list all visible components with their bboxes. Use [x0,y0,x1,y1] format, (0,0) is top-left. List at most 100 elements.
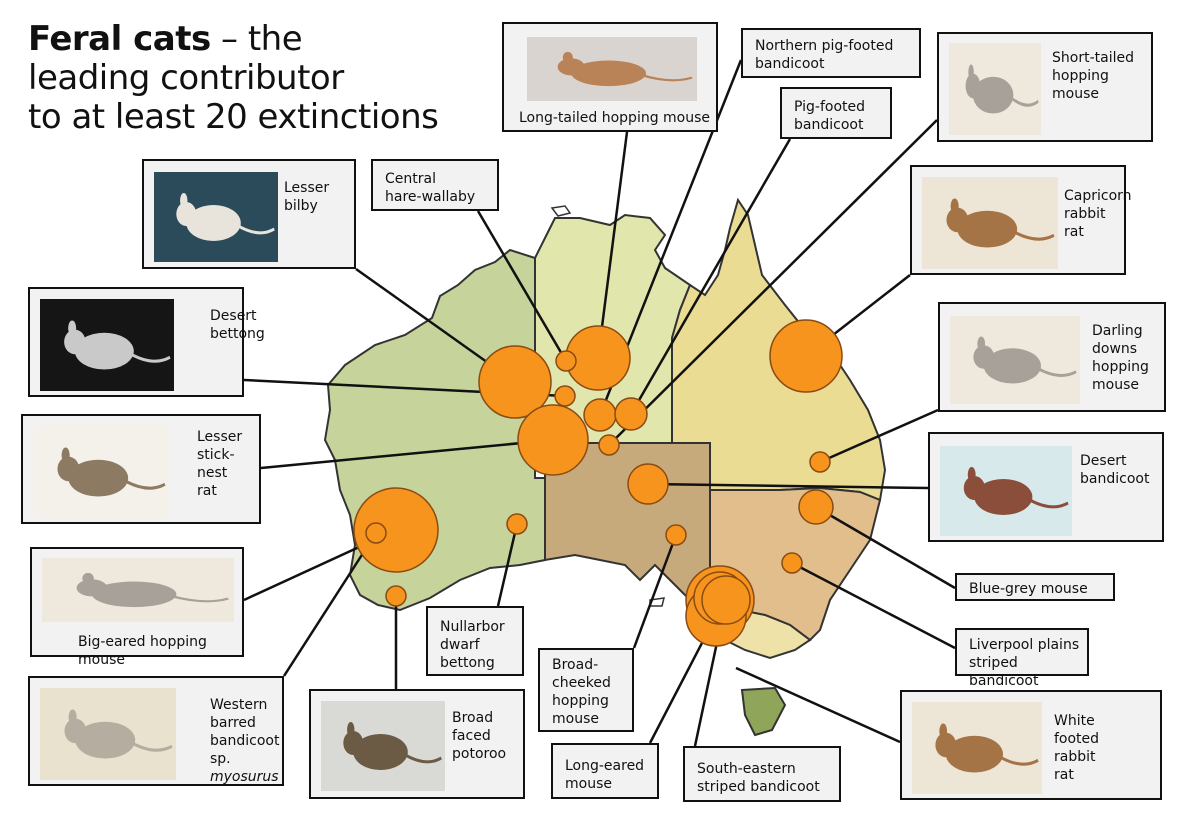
label-line: Pig-footed [794,99,866,115]
title-line-2: leading contributor [28,58,344,98]
label-line: hopping [552,693,609,709]
label-line: Darling [1092,323,1143,339]
mouse-photo [527,37,697,101]
potoroo-photo [321,701,445,791]
label-line: rabbit [1054,749,1096,765]
label-line: South-eastern [697,761,796,777]
label-line: Liverpool plains [969,637,1080,653]
label-line: Desert [210,308,257,324]
desert-bettong-card: Desert bettong [28,287,265,397]
western-barred-bandicoot-connector [282,532,378,677]
rat-illustration [912,702,1042,794]
label-line: sp. myosurus [210,751,279,785]
capricorn-rabbit-rat-label: Capricorn rabbit rat [1064,187,1132,241]
capricorn-rabbit-rat-circle [769,319,843,393]
title-bold: Feral cats [28,19,211,59]
big-eared-hopping-mouse-card: Big-eared hopping mouse [30,547,244,668]
label-line: mouse [1052,86,1099,102]
nullarbor-dwarf-bettong-label: Nullarbor dwarf bettong [440,618,505,672]
label-line: rabbit [1064,206,1106,222]
label-line: Broad- [552,657,599,673]
label-line: mouse [552,711,599,727]
broad-cheeked-hopping-mouse-connector [632,534,678,649]
lesser-stick-nest-rat-connector [260,438,554,470]
label-line: bettong [440,655,495,671]
broad-faced-potoroo-label: Broad faced potoroo [452,709,506,763]
label-line: rat [1054,767,1074,783]
label-line: potoroo [452,746,507,762]
northern-pig-footed-bandicoot-card: Northern pig-footed bandicoot [741,28,921,78]
liverpool-plains-striped-bandicoot-circle [781,552,803,574]
lesser-stick-nest-rat-circle [517,404,589,476]
blue-grey-mouse-circle [798,489,834,525]
desert-bandicoot-connector [647,482,929,490]
label-line: hopping [1052,68,1109,84]
label-line: rat [1064,224,1084,240]
label-line: cheeked [552,675,611,691]
nullarbor-dwarf-bettong-connector [496,523,519,607]
label-line: faced [452,728,491,744]
label-line: Central [385,171,436,187]
range-circles [353,319,843,647]
label-line: bettong [210,326,265,342]
western-australia-region [323,248,546,612]
label-line: footed [1054,731,1100,747]
broad-cheeked-hopping-mouse-card: Broad-cheeked hopping mouse [538,648,634,732]
label-line: Blue-grey mouse [969,581,1088,597]
label-line: Broad [452,710,494,726]
title-rest: – the [210,19,303,59]
label-italic: myosurus [210,769,279,785]
label-line: Lesser [284,180,330,196]
liverpool-plains-striped-bandicoot-label: Liverpool plains striped bandicoot [969,636,1087,690]
mouse-illustration [950,316,1080,404]
label-line: Long-tailed hopping mouse [519,110,711,126]
darling-downs-hopping-mouse-circle [809,451,831,473]
lesser-bilby-circle [478,345,552,419]
broad-cheeked-hopping-mouse-circle [665,524,687,546]
label-line: Western [210,697,268,713]
south-eastern-striped-bandicoot-label: South-eastern striped bandicoot [697,760,820,796]
label-line: bandicoot [755,56,825,72]
label-line: Nullarbor [440,619,505,635]
label-line: striped bandicoot [697,779,820,795]
label-line: bandicoot [1080,471,1150,487]
central-hare-wallaby-connector [476,210,568,362]
blue-grey-mouse-label: Blue-grey mouse [969,580,1088,598]
label-line: Capricorn [1064,188,1132,204]
nullarbor-dwarf-bettong-card: Nullarbor dwarf bettong [426,606,524,676]
label-line: downs [1092,341,1138,357]
lesser-stick-nest-rat-label: Lesser stick-nest rat [197,428,259,500]
nullarbor-dwarf-bettong-circle [506,513,528,535]
label-line: Lesser [197,429,243,445]
label-line: striped bandicoot [969,655,1039,689]
label-line: mouse [1092,377,1139,393]
desert-bandicoot-circle [627,463,669,505]
rat-illustration [922,177,1058,269]
broad-faced-potoroo-circle [385,585,407,607]
long-tailed-hopping-mouse-label: Long-tailed hopping mouse [519,109,710,127]
label-line: Big-eared hopping mouse [78,634,207,668]
darling-downs-hopping-mouse-connector [819,408,939,464]
label-line: rat [197,483,217,499]
title-line-3: to at least 20 extinctions [28,97,439,137]
label-line: Northern pig-footed [755,38,894,54]
bandicoot-photo [940,446,1072,536]
capricorn-rabbit-rat-card: Capricorn rabbit rat [910,165,1132,275]
label-line: dwarf [440,637,480,653]
label-line: hare-wallaby [385,189,476,205]
label-line: stick-nest [197,447,235,481]
